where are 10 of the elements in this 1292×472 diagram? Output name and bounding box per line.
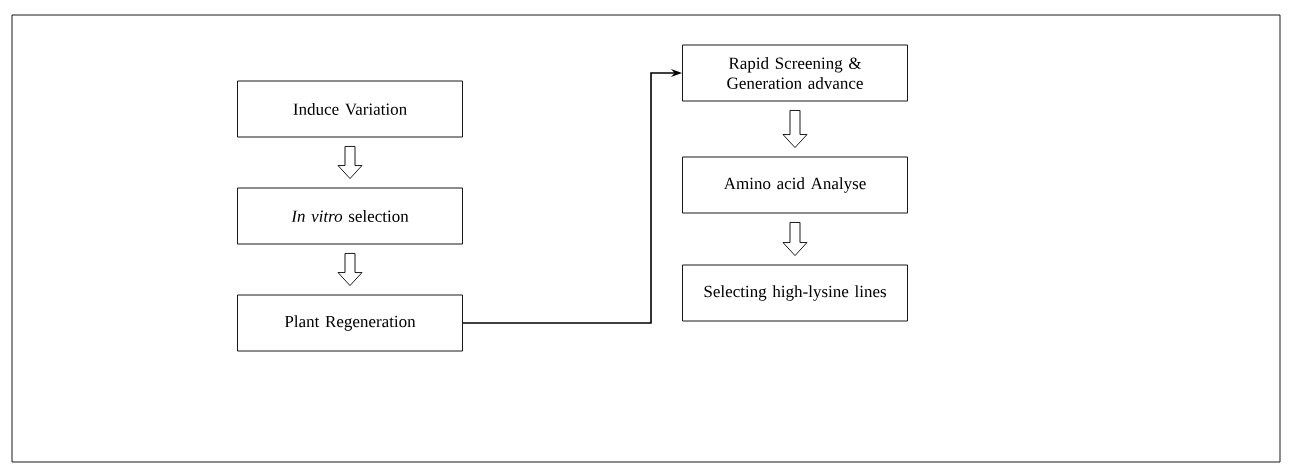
process-box: Rapid Screening & Generation advance [682,44,908,102]
process-box: In vitro selection [237,187,463,245]
process-box: Induce Variation [237,80,463,138]
process-box: Plant Regeneration [237,294,463,352]
process-box: Amino acid Analyse [682,156,908,214]
block-arrow [337,253,363,286]
block-arrow [337,146,363,179]
process-box: Selecting high-lysine lines [682,264,908,322]
block-arrow [782,110,808,148]
block-arrow [782,222,808,256]
